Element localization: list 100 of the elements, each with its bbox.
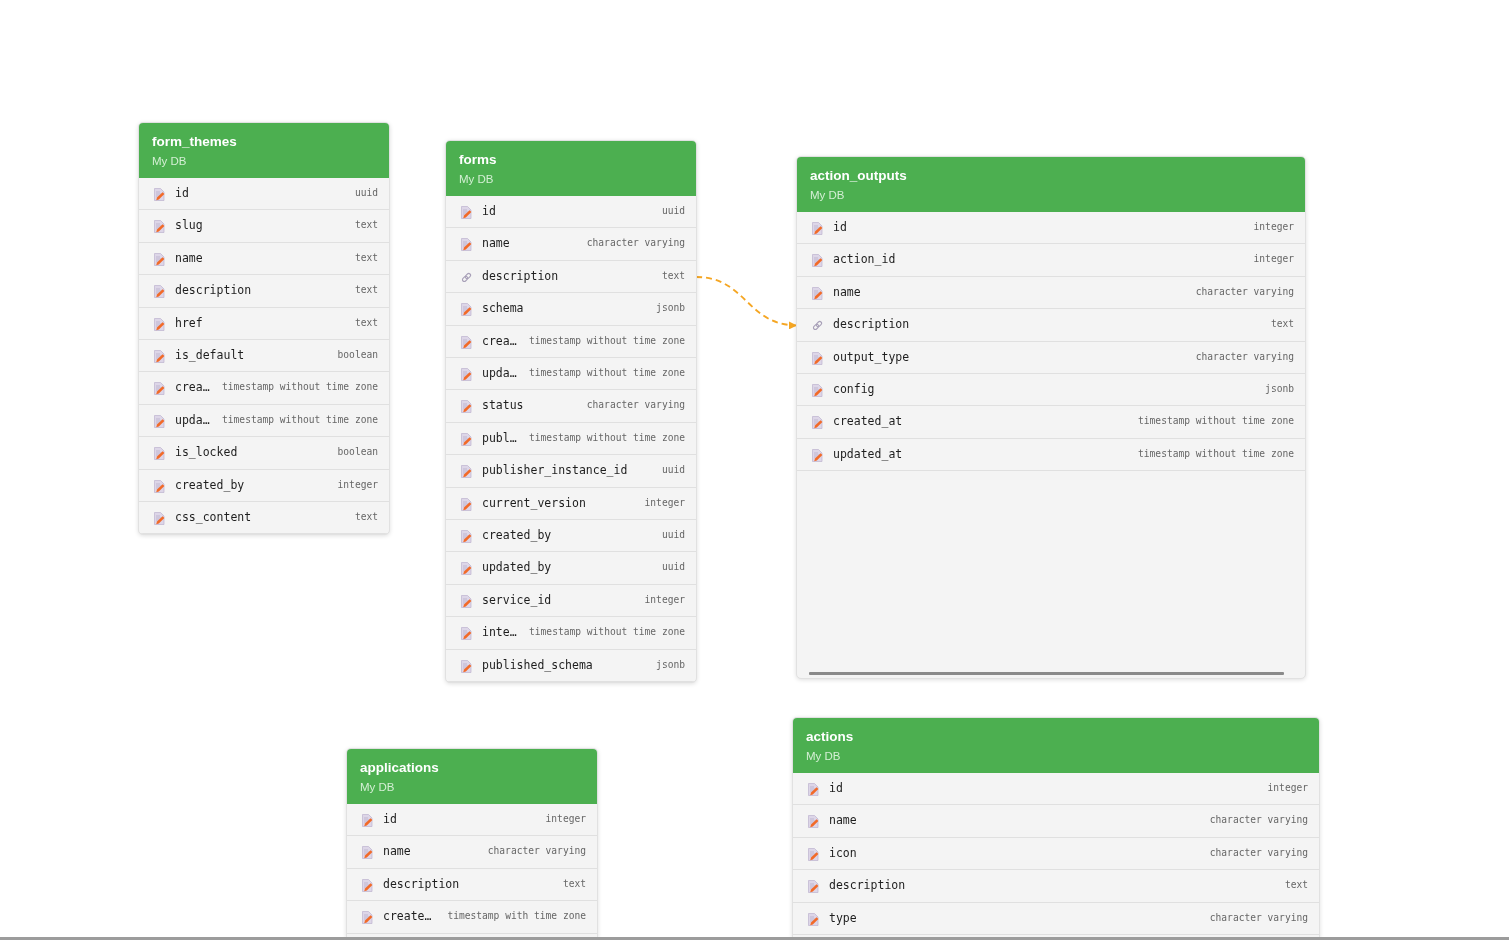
column-type: uuid [354,186,378,199]
column-name: name [829,813,857,829]
column-type: text [1270,317,1294,331]
table-name: forms [459,152,497,168]
column-type: timestamp without time zone [529,333,685,347]
column-type: text [354,283,378,297]
column-name: created_by [482,528,552,543]
column-type: timestamp without time zone [529,430,685,444]
column-name: crea… [175,380,210,396]
column-name: inte… [482,625,517,641]
column-name: name [833,284,861,300]
column-type: text [354,510,378,523]
column-type: timestamp without time zone [1138,414,1294,428]
table-name: action_outputs [810,168,907,184]
column-name: status [482,398,524,414]
column-type: character varying [1195,284,1294,298]
column-type: timestamp with time zone [447,909,586,923]
column-name: updated_at [833,446,903,462]
column-type: uuid [661,528,685,541]
column-type: integer [644,592,685,606]
column-type: character varying [1209,910,1308,924]
column-name: updated_by [482,560,552,576]
column-name: description [833,317,910,333]
column-type: text [562,876,586,890]
column-name: name [482,236,510,252]
column-name: created_at [833,414,903,430]
column-type: character varying [586,398,685,412]
column-name: id [833,220,847,235]
column-name: href [175,315,203,331]
column-type: uuid [661,560,685,574]
column-name: created_by [175,477,245,493]
column-name: id [482,204,496,219]
column-type: timestamp without time zone [1138,446,1294,460]
column-name: description [383,876,460,892]
database-name: My DB [806,749,841,763]
column-type: text [1284,878,1308,892]
column-name: schema [482,301,524,317]
column-type: character varying [1209,845,1308,859]
column-name: current_version [482,495,586,511]
column-type: jsonb [656,657,685,671]
dashed-arrow [695,276,798,329]
column-type: character varying [487,844,586,858]
column-type: timestamp without time zone [529,366,685,379]
column-type: timestamp without time zone [222,380,378,394]
column-type: text [354,250,378,264]
column-name: type [829,910,857,926]
column-type: jsonb [656,301,685,315]
column-name: config [833,382,875,397]
table-name: form_themes [152,134,237,150]
column-name: crea… [482,333,517,349]
column-name: action_id [833,252,896,268]
table-name: applications [360,760,439,776]
column-type: integer [545,812,586,825]
column-type: text [661,268,685,282]
column-type: text [354,218,378,232]
database-name: My DB [810,188,845,202]
column-type: character varying [586,236,685,250]
column-type: timestamp without time zone [529,625,685,639]
column-type: character varying [1209,813,1308,827]
column-type: integer [1253,252,1294,266]
database-name: My DB [152,154,187,168]
column-type: jsonb [1265,382,1294,395]
column-type: integer [337,477,378,491]
column-name: output_type [833,349,910,365]
column-type: character varying [1195,349,1294,363]
column-name: publ… [482,430,517,446]
column-type: integer [644,495,685,509]
column-type: uuid [661,204,685,217]
column-name: service_id [482,592,552,608]
column-name: description [175,283,252,299]
table-card [138,122,390,536]
column-name: name [175,250,203,266]
table-card [792,717,1320,938]
column-name: is_default [175,348,245,363]
column-name: icon [829,845,857,861]
column-type: boolean [337,445,378,459]
column-name: published_schema [482,657,593,673]
column-type: uuid [661,463,685,477]
table-card [346,748,598,938]
column-name: description [482,268,559,284]
column-name: publisher_instance_id [482,463,628,479]
column-type: integer [1253,220,1294,233]
column-name: name [383,844,411,860]
column-name: slug [175,218,203,234]
column-type: timestamp without time zone [222,412,378,426]
column-name: css_content [175,510,252,525]
column-name: create… [383,909,432,925]
table-card [445,140,697,683]
column-name: is_locked [175,445,238,461]
column-name: id [383,812,397,827]
column-name: id [175,186,189,201]
column-name: upda… [482,366,517,381]
column-type: text [354,315,378,329]
database-name: My DB [459,172,494,186]
table-name: actions [806,729,854,745]
column-name: id [829,781,843,796]
column-type: integer [1267,781,1308,794]
database-name: My DB [360,780,395,794]
column-type: boolean [337,348,378,361]
column-name: upda… [175,412,210,428]
